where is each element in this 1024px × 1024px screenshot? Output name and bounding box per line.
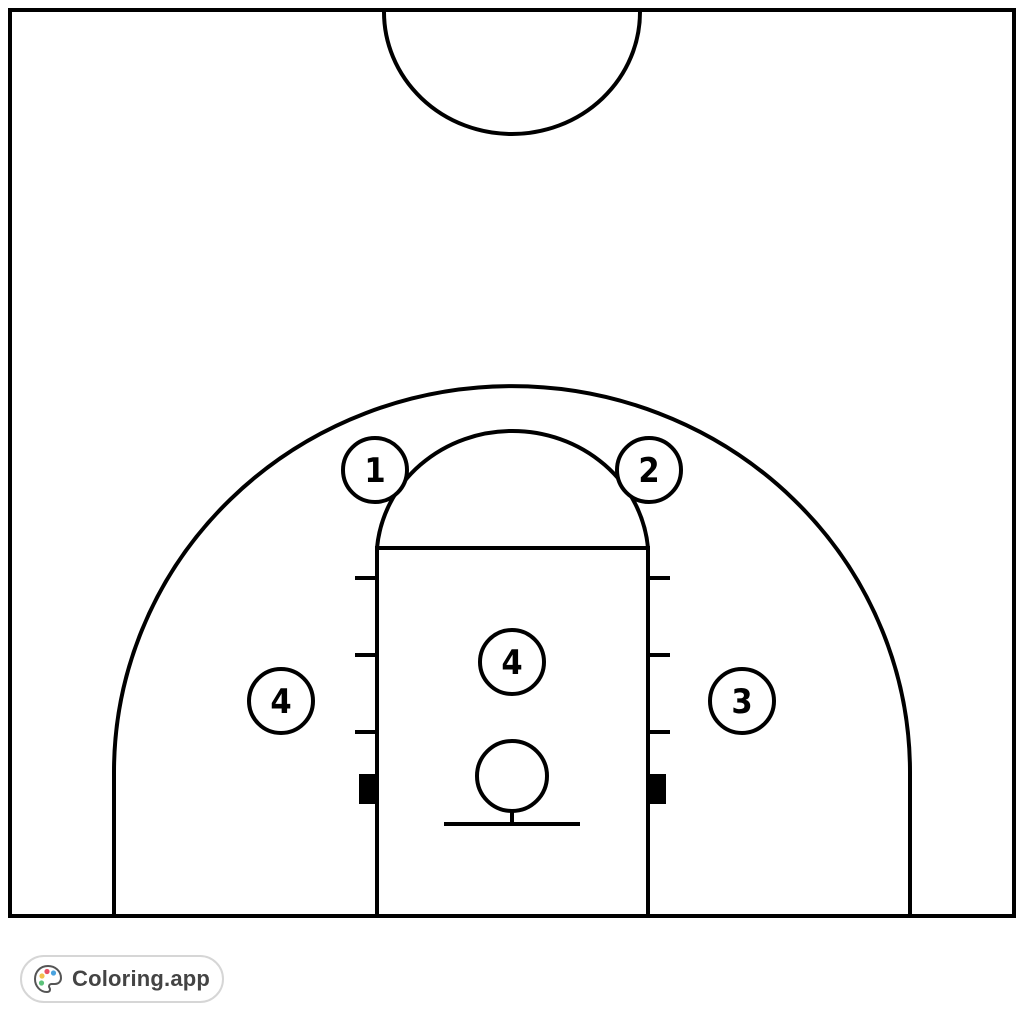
player-marker-4-wing: 4 [247, 667, 315, 735]
player-marker-label: 4 [501, 643, 522, 683]
free-throw-circle [375, 428, 650, 549]
player-marker-3: 3 [708, 667, 776, 735]
lane-block-right [648, 774, 666, 804]
player-marker-label: 3 [731, 682, 752, 722]
lane-block-left [359, 774, 377, 804]
player-marker-2: 2 [615, 436, 683, 504]
player-marker-4-lane: 4 [478, 628, 546, 696]
player-marker-label: 4 [270, 682, 291, 722]
badge-label: Coloring.app [72, 966, 211, 991]
center-circle [382, 11, 642, 136]
basket-rim [475, 739, 549, 813]
player-marker-label: 2 [638, 451, 659, 491]
player-marker-label: 1 [364, 451, 385, 491]
court-boundary [8, 8, 1016, 918]
player-marker-1: 1 [341, 436, 409, 504]
palette-icon [33, 964, 63, 994]
coloring-app-badge[interactable]: Coloring.app [20, 955, 224, 1003]
free-throw-lane [375, 546, 650, 916]
three-point-line [112, 384, 912, 916]
